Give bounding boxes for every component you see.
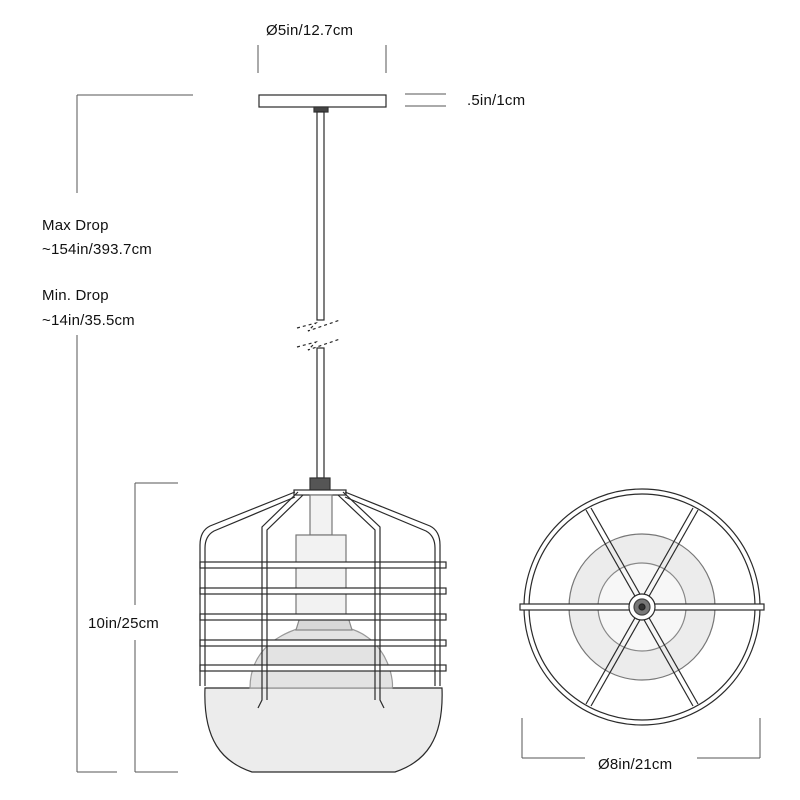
down-rod-upper: [316, 111, 325, 321]
side-view: [199, 94, 447, 773]
canopy-height-label: .5in/1cm: [467, 92, 526, 109]
max-drop-value: ~154in/393.7cm: [42, 241, 152, 258]
cage-band-2: [199, 587, 447, 595]
down-rod-lower: [316, 347, 325, 479]
hub-center: [638, 603, 646, 611]
glass-bowl: [204, 687, 443, 773]
cage-band-4: [199, 639, 447, 647]
fixture-height-label: 10in/25cm: [88, 615, 160, 632]
canopy: [258, 94, 387, 108]
min-drop-label: Min. Drop: [42, 287, 109, 304]
cage-band-1: [199, 561, 447, 569]
break-symbol: [296, 319, 341, 351]
dimension-lines: [76, 45, 761, 773]
socket-body: [295, 534, 347, 620]
bulb: [249, 627, 394, 689]
cage-top-ring: [293, 489, 347, 496]
max-drop-label: Max Drop: [42, 217, 109, 234]
min-drop-value: ~14in/35.5cm: [42, 312, 135, 329]
bottom-view: [519, 488, 765, 726]
cage-band-5: [199, 664, 447, 672]
cage-band-3: [199, 613, 447, 621]
socket-stem: [309, 494, 333, 536]
fixture-diameter-label: Ø8in/21cm: [598, 756, 673, 773]
canopy-diameter-label: Ø5in/12.7cm: [266, 22, 354, 39]
canopy-fitting: [313, 106, 329, 113]
cage-ribs: [199, 491, 441, 709]
spokes: [585, 507, 699, 707]
